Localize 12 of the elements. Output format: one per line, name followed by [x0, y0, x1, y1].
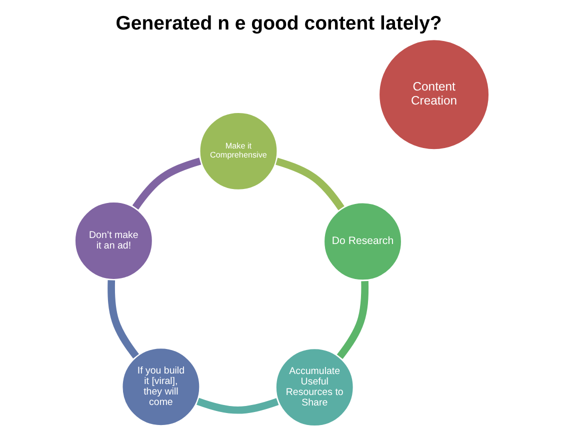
node-circle: Make it Comprehensive — [197, 110, 279, 192]
node-circle: If you build it [viral], they will come — [120, 346, 202, 428]
node-circle: Do Research — [322, 200, 403, 282]
diagram-title: Generated n e good content lately? — [115, 12, 442, 34]
connector — [196, 398, 278, 414]
connector — [336, 281, 368, 359]
connector — [275, 158, 344, 210]
node-circle: Don’t make it an ad! — [72, 200, 154, 282]
connector — [107, 280, 138, 358]
node-circle: Content Creation — [376, 38, 490, 152]
node-circle: Accumulate Useful Resources to Share — [273, 346, 355, 428]
connector — [132, 158, 201, 210]
